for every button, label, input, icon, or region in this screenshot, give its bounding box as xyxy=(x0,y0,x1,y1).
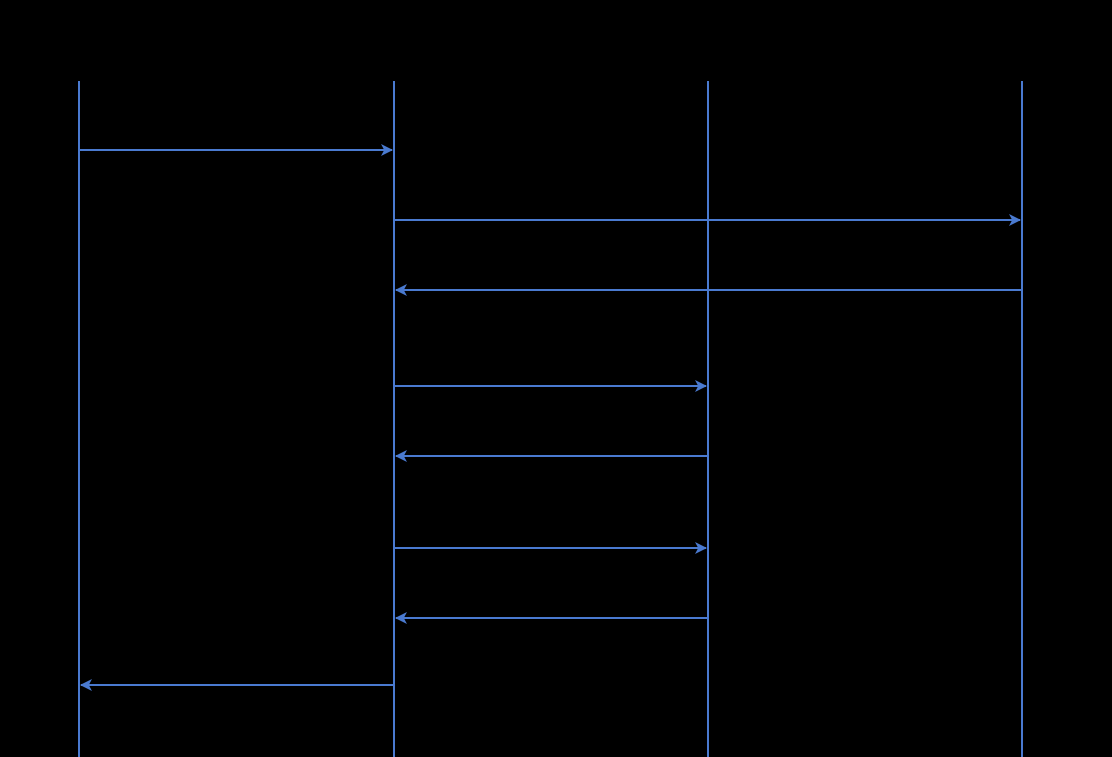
lifelines-group xyxy=(78,81,1023,757)
messages-group xyxy=(79,144,1022,691)
